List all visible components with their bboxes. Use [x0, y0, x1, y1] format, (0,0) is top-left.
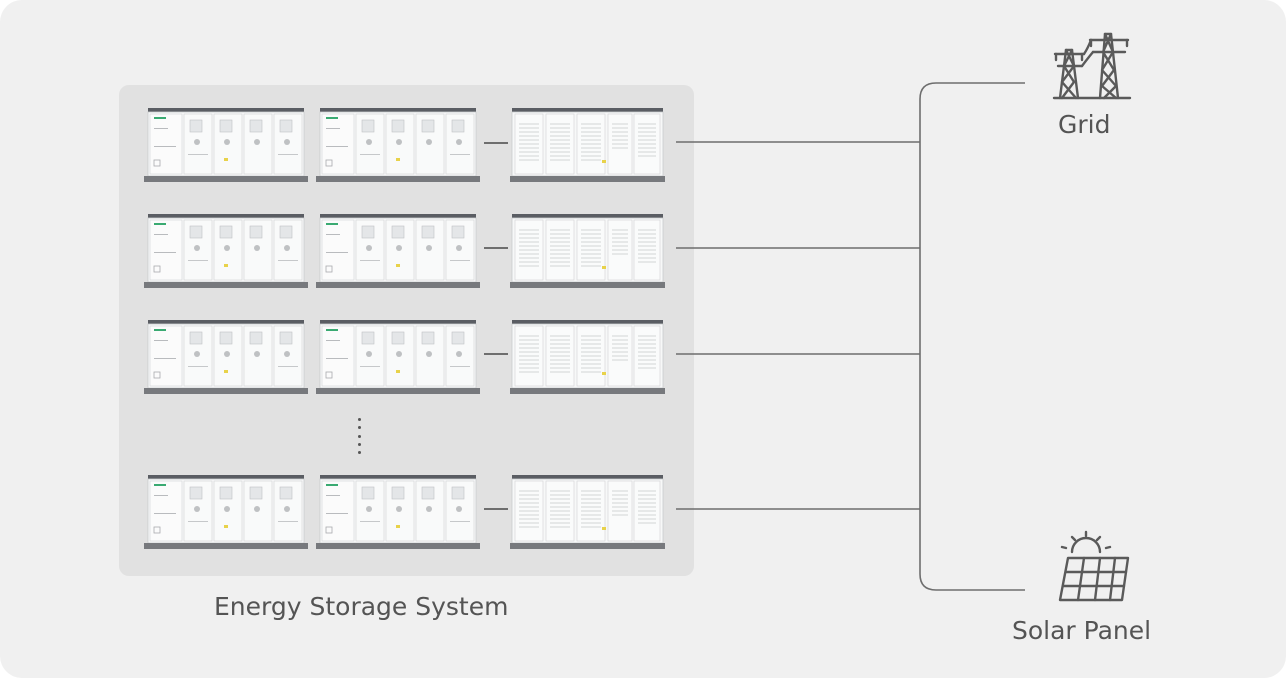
more-rows-ellipsis: [355, 418, 363, 454]
cabinet-pcs-connector: [484, 508, 508, 510]
transmission-tower-icon: [1052, 32, 1132, 100]
bus-bar: [919, 82, 1025, 591]
cabinet-pcs-connector: [484, 247, 508, 249]
solar-panel-label: Solar Panel: [1012, 616, 1152, 645]
cabinet-pcs-connector: [484, 353, 508, 355]
grid-label: Grid: [1058, 110, 1111, 139]
energy-storage-system-label: Energy Storage System: [214, 592, 509, 621]
cabinet-pcs-connector: [484, 142, 508, 144]
solar-panel-icon: [1058, 530, 1130, 602]
